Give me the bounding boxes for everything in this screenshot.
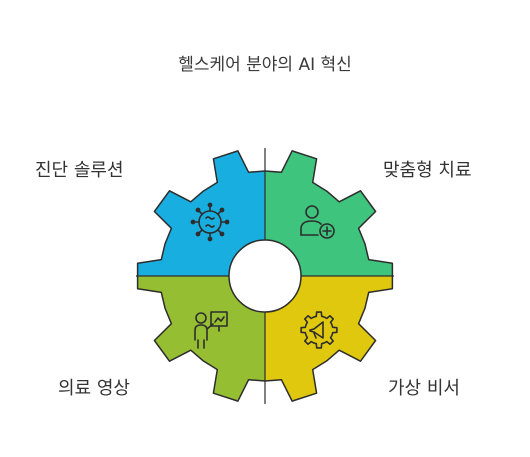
virus-icon: [190, 202, 230, 242]
label-diagnosis: 진단 솔루션: [35, 160, 124, 181]
gear-quadrant-bottom-left: [137, 276, 265, 402]
gear-quadrant-bottom-right: [265, 276, 393, 402]
megaphone-gear-icon: [300, 311, 338, 349]
diagram-title: 헬스케어 분야의 AI 혁신: [178, 55, 352, 75]
gear-quadrant-top-right: [265, 150, 393, 276]
segment-personalized-treatment: [265, 150, 393, 276]
label-medical-imaging: 의료 영상: [58, 378, 130, 399]
segment-virtual-assistant: [265, 276, 393, 402]
presenter-icon: [194, 311, 228, 349]
label-virtual-assistant: 가상 비서: [388, 378, 460, 399]
label-personalized-treatment: 맞춤형 치료: [383, 160, 472, 181]
segment-medical-imaging: [137, 276, 265, 402]
gear-hub: [228, 239, 302, 313]
patient-plus-icon: [300, 205, 335, 239]
